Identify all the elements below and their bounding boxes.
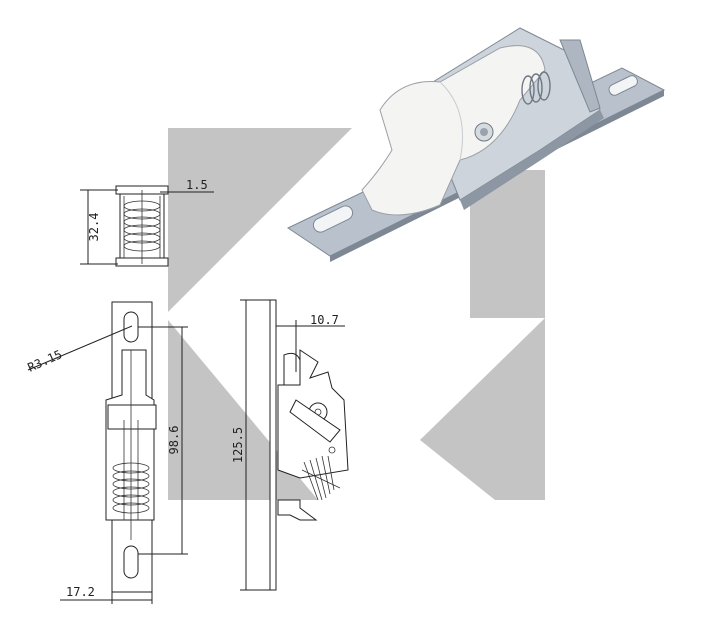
side-spring	[301, 455, 341, 501]
front-view: R3.15 98.6 17.2	[26, 301, 188, 604]
watermark-chevron-2	[420, 395, 545, 500]
watermark-bar-top	[470, 170, 545, 318]
dim-top-height: 32.4	[87, 213, 101, 242]
product-photo	[286, 27, 666, 262]
side-view-plate	[269, 299, 277, 591]
slot-top	[123, 311, 139, 343]
slot-bottom	[123, 545, 139, 579]
front-spring	[112, 350, 150, 540]
slot-left	[312, 205, 354, 233]
dim-radius: R3.15	[26, 347, 65, 374]
dim-side-offset: 10.7	[310, 313, 339, 327]
dim-hole-spacing: 98.6	[167, 426, 181, 455]
slot-right	[608, 75, 638, 96]
dim-top-width: 1.5	[186, 178, 208, 192]
side-view: 10.7 125.5	[231, 299, 349, 591]
top-view: 32.4 1.5	[80, 178, 214, 267]
nylon-roller	[361, 45, 546, 216]
watermark-k-upper	[168, 128, 352, 312]
spring	[521, 71, 551, 105]
dim-side-length: 125.5	[231, 427, 245, 463]
dim-bottom-width: 17.2	[66, 585, 95, 599]
